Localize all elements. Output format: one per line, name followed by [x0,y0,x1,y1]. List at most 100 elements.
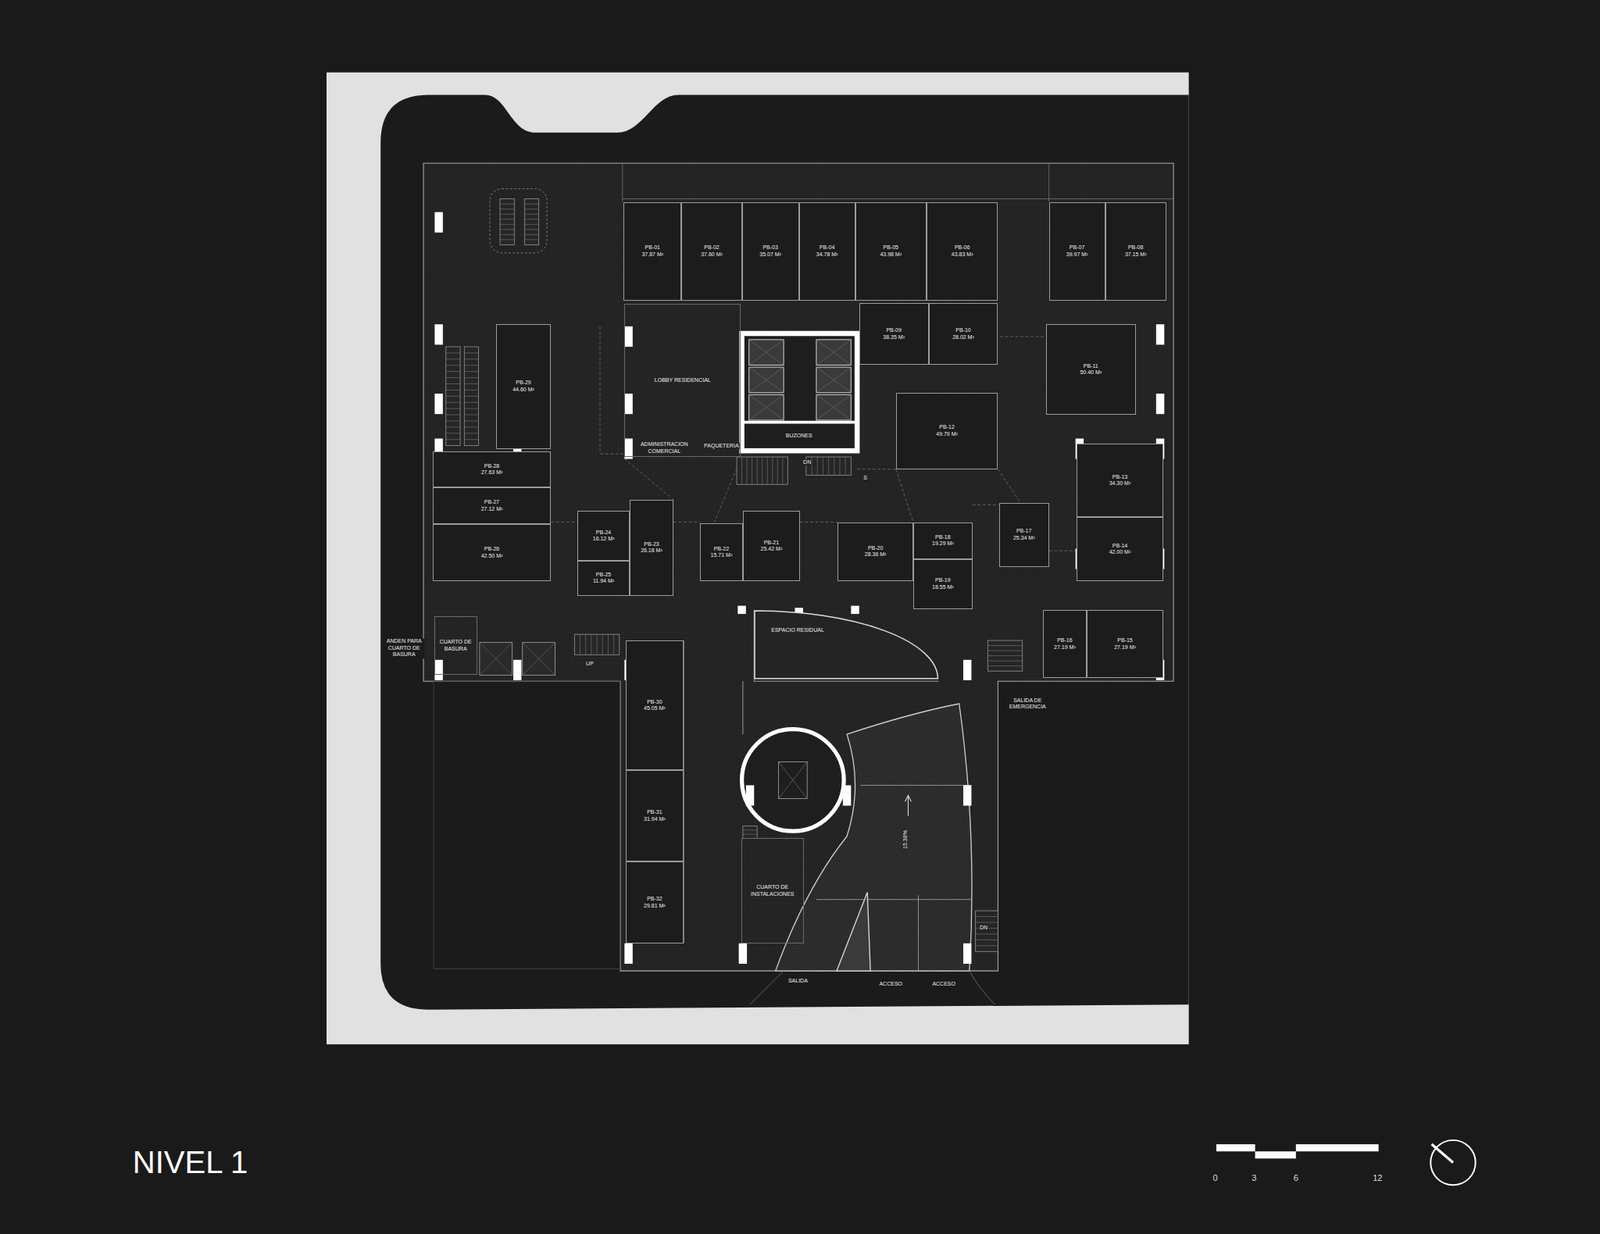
stair-tread [975,939,999,941]
room-name: ESPACIO RESIDUAL [771,627,825,634]
circulation-line [673,521,700,523]
room-outline [753,610,939,680]
room-name: CUARTO DE BASURA [435,639,477,653]
unit-code: PB-07 [1069,244,1085,251]
stair-tread [446,408,461,410]
stair-tread [524,224,539,225]
unit-code: PB-23 [643,541,659,548]
round-shaft [742,729,845,833]
circulation-line [972,504,1000,506]
stair-tread [500,214,515,215]
stair-tread [833,457,835,476]
plan-label: DN [978,925,989,932]
stair-tread [845,457,847,476]
ramp-direction-arrow [905,796,912,817]
elevator-cross [749,367,784,393]
plan-label: SALIDA [787,978,809,985]
unit-area: 19.29 M² [932,540,954,547]
ramp-division [917,895,919,972]
stair-tread [524,203,539,205]
column [434,660,443,681]
column [963,660,972,681]
column [1156,324,1165,345]
stair-tread [828,457,829,476]
stair-tread [446,352,461,354]
circulation-line [857,468,897,470]
unit-box: PB-1725.34 M² [999,503,1050,568]
stair-tread [446,358,461,360]
stair-tread [975,933,999,935]
unit-area: 25.34 M² [1013,535,1036,542]
unit-area: 29.81 M² [643,903,666,910]
column [1156,393,1165,415]
stair-tread [585,634,586,655]
unit-area: 11.94 M² [592,578,615,585]
stair-outline [574,634,619,655]
room-box: CUARTO DE INSTALACIONES [741,838,804,943]
unit-code: PB-15 [1117,637,1133,644]
elevator-cross [749,394,784,421]
stair-symbol [446,346,461,447]
column [963,785,972,806]
stair-outline [464,346,479,447]
stair-tread [975,921,999,923]
plan-label: 15.38% [901,829,908,850]
ramp-division [860,785,972,786]
unit-code: PB-27 [484,499,500,506]
plan-label: UP [585,660,595,668]
unit-area: 16.12 M² [592,535,615,543]
unit-area: 42.50 M² [481,553,504,560]
unit-code: PB-04 [819,244,835,251]
stair-tread [464,426,479,428]
scale-bar-segment [1255,1151,1297,1159]
shaft-void [778,761,808,799]
unit-box: PB-2215.71 M² [700,523,743,582]
unit-box: PB-2727.12 M² [432,487,552,525]
stair-tread [607,634,609,655]
unit-box: PB-1442.00 M² [1076,517,1164,582]
north-arrow-ring [1430,1140,1475,1186]
unit-code: PB-18 [935,534,950,541]
stair-tread [524,214,539,215]
stair-tread [446,396,461,397]
unit-box: PB-0434.78 M² [799,202,856,302]
elevator-cross [816,394,851,421]
elevator-symbol [522,642,556,676]
room-box: ESPACIO RESIDUAL [753,610,939,680]
unit-code: PB-29 [515,379,531,386]
plan-label: DN [802,458,812,465]
unit-code: PB-06 [954,244,970,251]
unit-box: PB-1150.40 M² [1046,324,1136,415]
stair-symbol [736,457,788,485]
unit-area: 34.30 M² [1109,480,1132,487]
stair-outline [736,457,788,485]
unit-area: 28.02 M² [952,334,975,341]
unit-area: 37.60 M² [700,251,723,258]
circulation-line [600,326,625,454]
column [624,393,633,415]
stair-tread [446,402,461,404]
unit-code: PB-22 [714,546,729,553]
stair-tread [777,457,779,485]
room-outline-path [754,610,938,679]
interior-wall [683,610,940,944]
shaft-cross [778,761,808,799]
unit-box: PB-1249.79 M² [896,392,999,470]
elevator-cab [749,339,784,366]
unit-box: PB-0237.60 M² [681,202,742,302]
column [963,943,972,965]
building-footprint [423,163,1174,972]
stair-tread [446,371,461,372]
stair-tread [742,829,758,831]
unit-box: PB-1918.55 M² [913,559,973,610]
unit-area: 49.79 M² [935,431,958,438]
elevator-cross [749,339,784,366]
stair-tread [446,414,461,416]
walkway-line [622,198,1174,200]
stair-tread [446,420,461,422]
unit-code: PB-31 [646,809,662,816]
north-arrow-needle [1431,1144,1453,1164]
unit-area: 26.18 M² [640,547,663,554]
stair-symbol [806,457,851,476]
plan-label: BUZONES [785,432,814,439]
